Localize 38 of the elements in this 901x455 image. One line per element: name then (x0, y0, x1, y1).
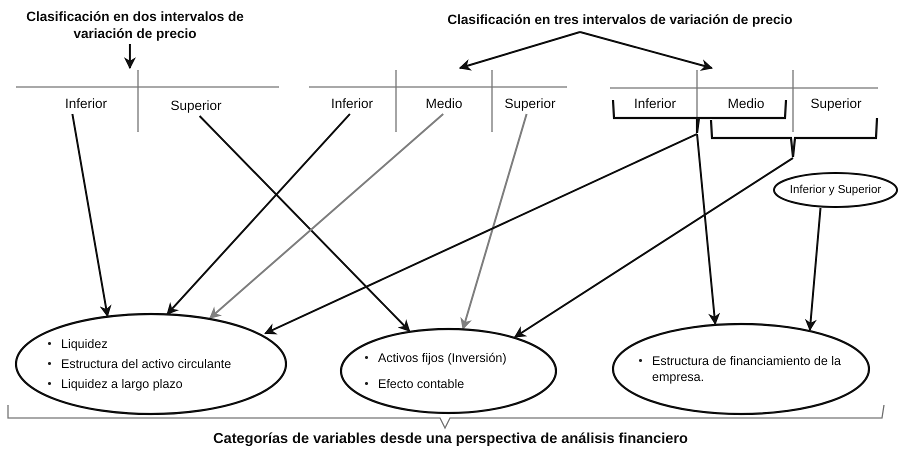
section-title: Clasificación en tres intervalos de variación de precio (447, 10, 793, 28)
arrow (209, 113, 444, 319)
arrow (264, 133, 698, 334)
interval-label: Medio (404, 92, 484, 114)
interval-label: Medio (706, 92, 786, 114)
arrow (458, 31, 580, 71)
arrow (514, 157, 794, 338)
arrow (198, 115, 410, 332)
arrow (460, 114, 528, 330)
interval-label: Superior (496, 92, 564, 114)
category-item: Estructura del activo circulante (45, 356, 273, 372)
category-item: Efecto contable (362, 376, 543, 392)
interval-label: Inferior (46, 92, 126, 114)
interval-label: Inferior (620, 92, 690, 114)
category-item: Estructura de financiamiento de la empresa. (636, 353, 856, 385)
category-ellipse (15, 313, 287, 415)
interval-label: Superior (151, 94, 241, 116)
interval-table (610, 68, 878, 136)
arrow (124, 44, 136, 70)
interval-label: Inferior (317, 92, 387, 114)
interval-table (309, 68, 567, 132)
arrow (804, 208, 822, 332)
category-ellipse (340, 328, 557, 414)
category-item: Liquidez a largo plazo (45, 376, 273, 392)
arrow (696, 134, 720, 326)
category-item: Liquidez (45, 336, 273, 352)
section-title: Clasificación en dos intervalos de variación de precio (25, 8, 245, 42)
interval-table (16, 68, 279, 132)
interval-label: Superior (800, 92, 872, 114)
bracket (612, 100, 787, 134)
interval-ellipse: Inferior y Superior (773, 172, 898, 208)
arrow (166, 113, 351, 315)
category-item: Activos fijos (Inversión) (362, 350, 543, 366)
arrow (580, 31, 713, 71)
caption: Categorías de variables desde una perspectiva de análisis financiero (213, 431, 688, 447)
arrow (71, 114, 112, 318)
category-ellipse (612, 323, 870, 415)
bracket (710, 118, 878, 158)
